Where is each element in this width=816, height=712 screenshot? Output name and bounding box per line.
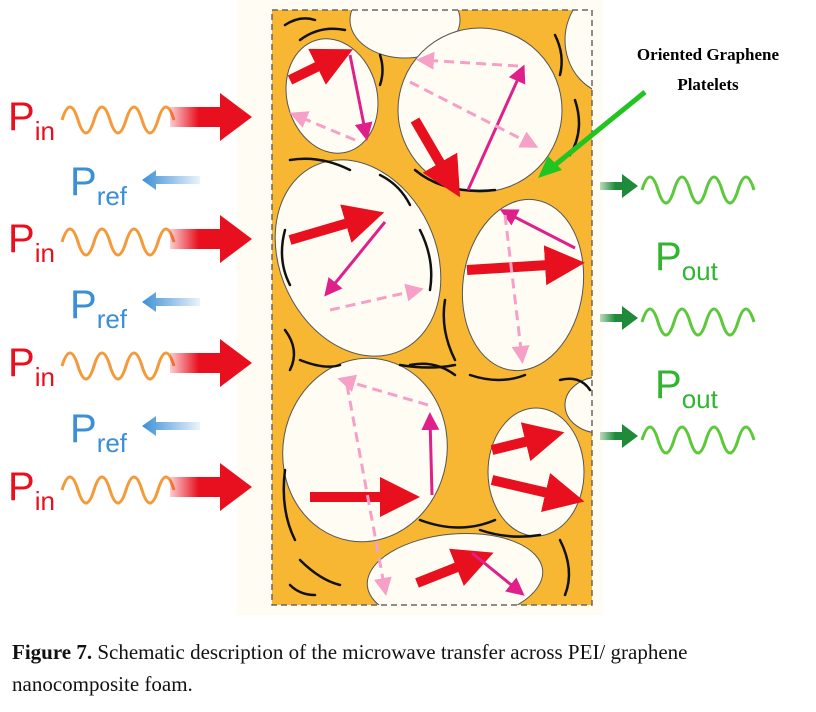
p-ref-label: Pref — [70, 407, 128, 458]
schematic-diagram: Pin Pin Pin Pin Pref Pref Pref Po — [8, 0, 780, 615]
p-in-label: Pin — [8, 465, 55, 516]
reflected-ray-arrows — [324, 54, 576, 596]
incident-wave-icons — [60, 105, 176, 505]
p-in-label: Pin — [8, 341, 55, 392]
transmitted-wave-icons — [640, 175, 756, 455]
reflected-power-group: Pref Pref Pref — [70, 160, 200, 458]
annotation-pointer-arrow — [553, 90, 647, 167]
caption-label: Figure 7. — [12, 640, 93, 664]
annotation-arrowhead-icon — [538, 156, 562, 178]
p-in-label: Pin — [8, 217, 55, 268]
graphene-annotation: Oriented Graphene Platelets — [538, 45, 780, 178]
foam-body — [272, 10, 592, 605]
p-ref-label: Pref — [70, 160, 128, 211]
incident-arrow-icons — [170, 93, 252, 511]
p-out-label: Pout — [655, 235, 719, 286]
p-out-label: Pout — [655, 363, 719, 414]
transmitted-arrow-icons — [600, 174, 638, 448]
caption-text: Schematic description of the microwave t… — [12, 640, 688, 696]
reflected-arrow-icons — [142, 170, 200, 436]
foam-boundary — [271, 9, 593, 606]
transmitted-power-group: Pout Pout — [600, 174, 756, 455]
scattered-ray-arrows — [289, 51, 539, 596]
incident-power-group: Pin Pin Pin Pin — [8, 93, 252, 516]
incident-row: Pin — [8, 95, 55, 146]
figure-caption: Figure 7. Schematic description of the m… — [12, 636, 812, 700]
p-ref-label: Pref — [70, 283, 128, 334]
p-in-label: Pin — [8, 95, 55, 146]
svg-text:Oriented Graphene: Oriented Graphene — [637, 45, 780, 64]
incident-ray-arrows — [287, 48, 585, 588]
svg-text:Platelets: Platelets — [677, 75, 739, 94]
